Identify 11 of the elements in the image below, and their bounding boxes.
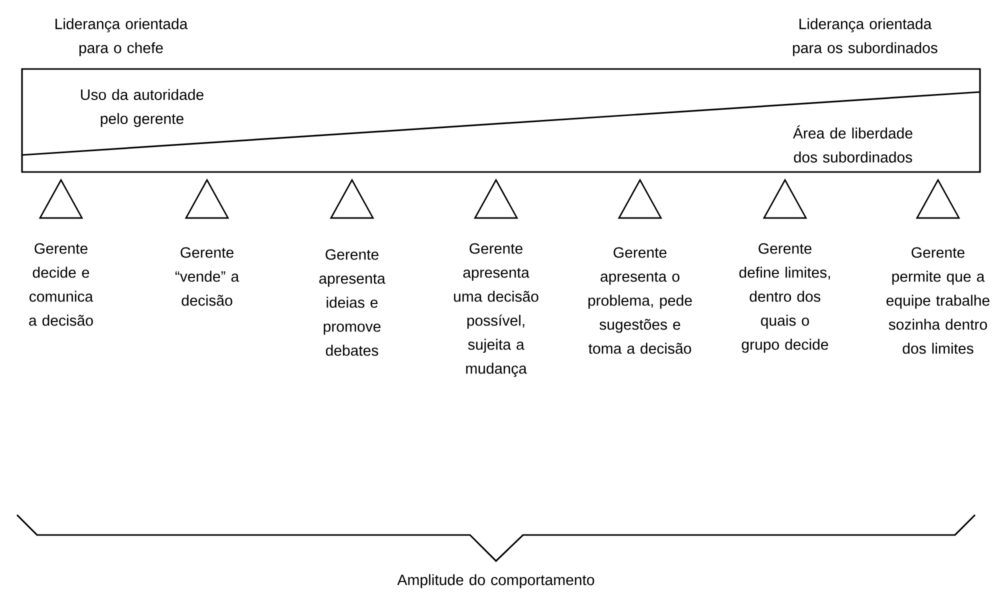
brace-caption: Amplitude do comportamento [397,574,594,588]
behavior-label: Gerente permite que a equipe trabalhe sozinha dentro dos limites [886,247,990,354]
behavior-label: Gerente “vende” a decisão [175,247,240,306]
region-label: Uso da autoridade pelo gerente [81,89,204,127]
behavior-label: Gerente apresenta uma decisão possível, sujeita a mudança [454,243,538,377]
scale-box [21,68,981,173]
behavior-label: Gerente define limites, dentro dos quais o grupo decide [739,243,830,353]
behavior-label: Gerente decide e comunica a decisão [29,243,94,326]
behavior-label: Gerente apresenta ideias e promove debates [319,249,386,356]
behavior-label: Gerente apresenta o problema, pede sugestões e toma a decisão [588,247,692,354]
region-label: Área de liberdade dos subordinados [793,125,912,163]
